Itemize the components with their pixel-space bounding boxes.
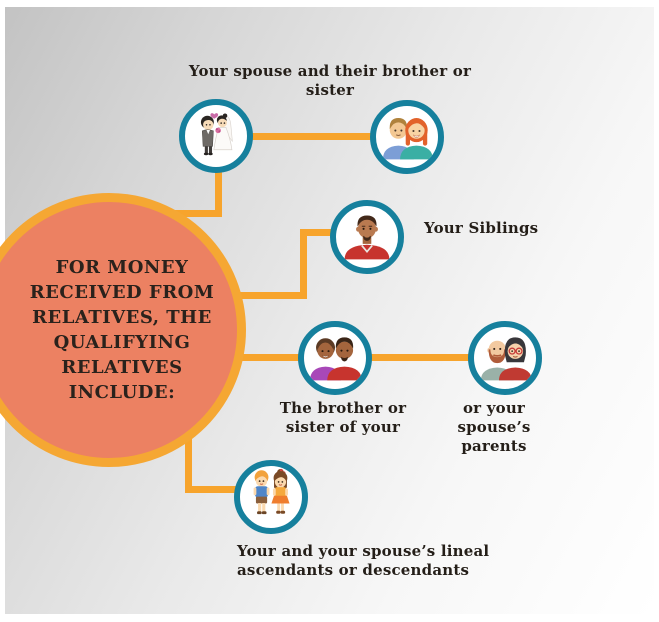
older-couple-icon (480, 337, 532, 381)
label-lineal-line2: ascendants or descendants (237, 561, 470, 579)
node-spouse-siblings (370, 100, 444, 174)
label-siblings: Your Siblings (424, 219, 539, 237)
center-title-line: RELATIVES, THE (32, 307, 212, 328)
label-brother-sister-line1: The brother or (279, 399, 407, 417)
node-brother-sister (298, 321, 372, 395)
center-title-circle: FOR MONEY RECEIVED FROM RELATIVES, THE Q… (0, 193, 246, 467)
label-brother-sister-line2: sister of your (285, 418, 401, 436)
bride-and-groom-icon (200, 113, 233, 156)
label-spouse-parents-line2: parents (461, 437, 527, 455)
label-spouse-family: Your spouse and their brother or sister (188, 62, 472, 99)
man-icon (344, 215, 390, 260)
label-lineal: Your and your spouse’s lineal ascendants… (237, 542, 489, 580)
center-title-line: FOR MONEY (55, 257, 189, 278)
connector-siblings-to-center (237, 292, 307, 299)
young-couple-icon (382, 118, 433, 160)
node-lineal (234, 460, 308, 534)
center-title-line: RELATIVES (61, 357, 183, 378)
children-icon (253, 468, 290, 515)
center-title-line: QUALIFYING (53, 332, 191, 353)
label-spouse-parents-line1: or your spouse’s (457, 399, 531, 436)
brother-sister-couple-icon (310, 337, 362, 381)
label-lineal-line1: Your and your spouse’s lineal (237, 542, 490, 560)
center-title-text: FOR MONEY RECEIVED FROM RELATIVES, THE Q… (30, 255, 215, 405)
node-parents (468, 321, 542, 395)
label-brother-sister: The brother or sister of your (273, 399, 413, 437)
connector-wedding-to-couple (250, 133, 375, 140)
connector-siblings-top-horizontal (300, 229, 333, 236)
label-spouse-parents: or your spouse’s parents (424, 399, 564, 456)
center-title-line: INCLUDE: (68, 382, 176, 403)
connector-wedding-to-center-horizontal (172, 210, 222, 217)
connector-center-to-brother-couple (239, 354, 302, 361)
connector-wedding-to-center-vertical (215, 168, 222, 217)
connector-center-to-children-vertical (185, 431, 192, 493)
connector-center-to-children-horizontal (185, 486, 238, 493)
center-title-line: RECEIVED FROM (29, 282, 215, 303)
connector-siblings-vertical (300, 229, 307, 299)
node-siblings (330, 200, 404, 274)
connector-brother-couple-to-parents (371, 354, 471, 361)
node-spouse (179, 99, 253, 173)
